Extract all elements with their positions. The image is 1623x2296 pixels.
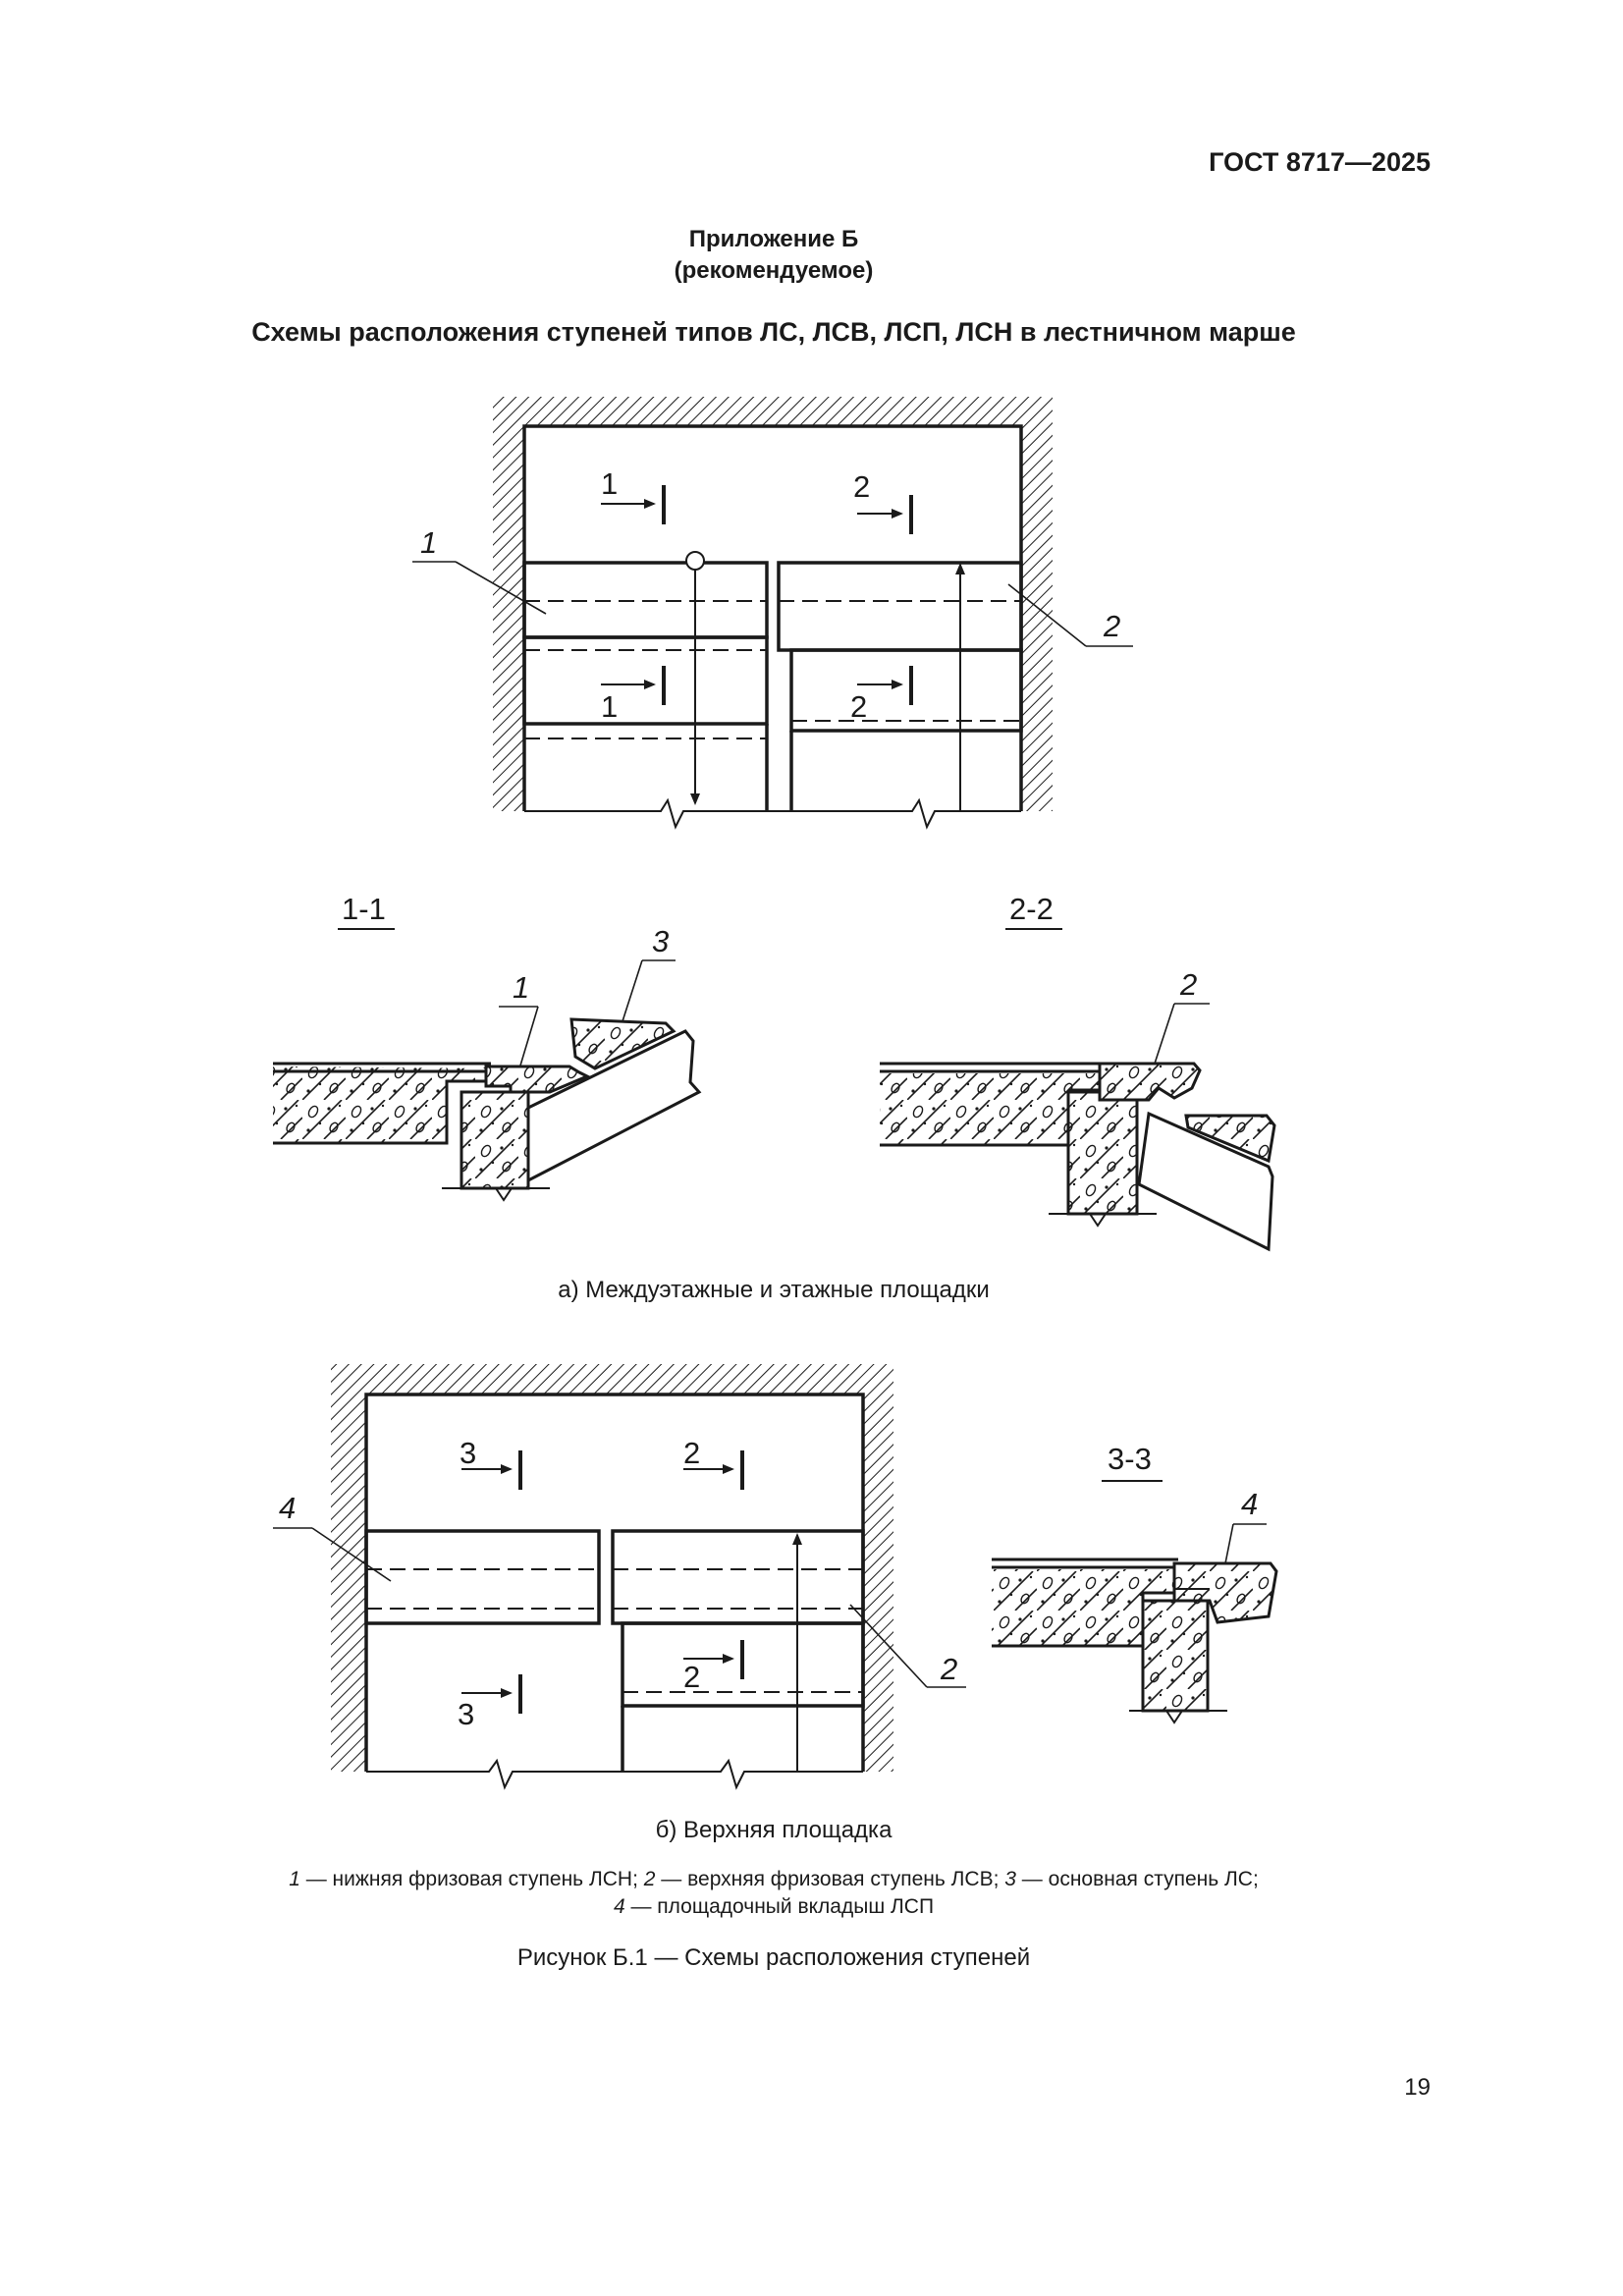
section-1-1-title: 1-1 — [342, 892, 386, 926]
plan-b-position-4: 4 — [279, 1491, 296, 1525]
plan-a-position-2: 2 — [1103, 609, 1120, 643]
legend-line-1: 1 — нижняя фризовая ступень ЛСН; 2 — вер… — [0, 1868, 1547, 1891]
legend-line-2: 4 — площадочный вкладыш ЛСП — [0, 1895, 1547, 1919]
section-2-2-position-2: 2 — [1179, 967, 1197, 1002]
legend-text-3: — основная ступень ЛС; — [1015, 1868, 1259, 1890]
plan-b-cut-3-bottom: 3 — [458, 1697, 474, 1731]
plan-a: 1 2 1 2 1 2 — [412, 397, 1133, 830]
section-1-1-position-3: 3 — [652, 924, 669, 958]
plan-b-cut-3-top: 3 — [460, 1436, 476, 1470]
legend-text-1: — нижняя фризовая ступень ЛСН; — [299, 1868, 644, 1890]
plan-b-cut-2-top: 2 — [683, 1436, 700, 1470]
section-1-1: 1-1 1 3 — [273, 892, 702, 1202]
document-code: ГОСТ 8717—2025 — [1209, 147, 1431, 177]
plan-b-position-2: 2 — [940, 1652, 957, 1686]
plan-a-cut-1-bottom: 1 — [601, 689, 618, 724]
legend-number-4: 4 — [613, 1895, 625, 1918]
figure-caption: Рисунок Б.1 — Схемы расположения ступене… — [516, 1944, 1031, 1971]
section-2-2: 2-2 2 — [880, 892, 1276, 1252]
plan-b-cut-2-bottom: 2 — [683, 1660, 700, 1694]
annex-status: (рекомендуемое) — [674, 257, 874, 284]
plan-a-cut-2-top: 2 — [853, 469, 870, 504]
legend-text-4: — площадочный вкладыш ЛСП — [624, 1895, 935, 1918]
section-3-3: 3-3 4 — [992, 1442, 1278, 1724]
figure-b-caption: б) Верхняя площадка — [655, 1817, 893, 1843]
page-number: 19 — [1404, 2074, 1431, 2101]
legend-number-3: 3 — [1004, 1868, 1016, 1890]
annex-title: Приложение Б — [688, 226, 859, 252]
plan-b: 4 2 3 2 2 3 — [273, 1364, 966, 1790]
section-2-2-title: 2-2 — [1009, 892, 1054, 926]
plan-a-position-1: 1 — [420, 525, 437, 560]
figure-a-caption: а) Междуэтажные и этажные площадки — [558, 1277, 990, 1303]
legend-text-2: — верхняя фризовая ступень ЛСВ; — [655, 1868, 1005, 1890]
section-3-3-title: 3-3 — [1108, 1442, 1152, 1476]
legend-number-2: 2 — [643, 1868, 656, 1890]
legend-number-1: 1 — [289, 1868, 300, 1890]
plan-a-cut-2-bottom: 2 — [850, 689, 867, 724]
section-heading: Схемы расположения ступеней типов ЛС, ЛС… — [251, 317, 1296, 347]
section-1-1-position-1: 1 — [513, 970, 529, 1005]
plan-a-cut-1-top: 1 — [601, 466, 618, 501]
section-3-3-position-4: 4 — [1241, 1487, 1258, 1521]
